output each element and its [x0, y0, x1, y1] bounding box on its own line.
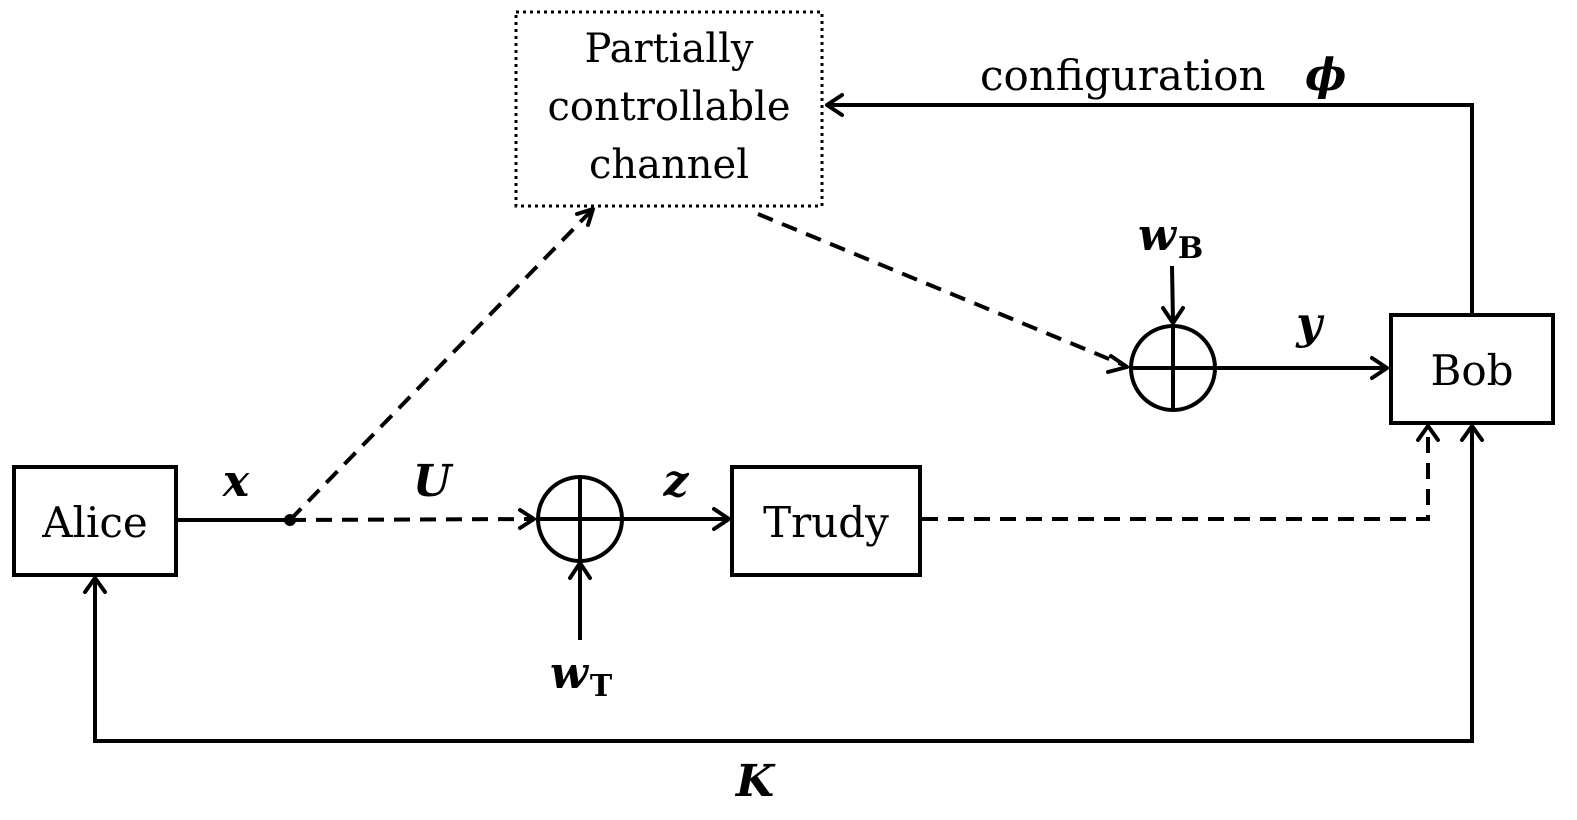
trudy-to-bob-path [922, 428, 1430, 521]
channel-box [514, 10, 824, 208]
channel-label-line-2: controllable [547, 84, 790, 130]
trudy-adder [536, 475, 624, 563]
wb-arrowhead [1161, 306, 1185, 325]
u-label: U [413, 456, 454, 507]
wb-label: wB [1138, 210, 1203, 266]
configuration-label: configuration [980, 51, 1266, 100]
z-arrowhead [712, 507, 731, 531]
channel-label-line-3: channel [589, 142, 749, 188]
trudy-to-bob-arrowhead [1416, 424, 1440, 442]
configuration-arrowhead [825, 93, 844, 117]
alice-label: Alice [41, 498, 148, 547]
bob-label: Bob [1430, 346, 1513, 395]
channel-input-arrowhead [575, 207, 595, 227]
key-bob-arrowhead [1460, 424, 1484, 442]
x-label: x [222, 456, 250, 507]
u-path [289, 517, 533, 522]
trudy-label: Trudy [763, 498, 889, 547]
wt-label: wT [550, 648, 613, 704]
configuration-path [828, 103, 1474, 315]
channel-input-path [288, 208, 594, 522]
y-label: y [1295, 298, 1325, 349]
channel-output-path [757, 212, 1127, 368]
channel-label-line-1: Partially [585, 26, 754, 72]
wb-path [1170, 265, 1175, 322]
phi-label: ϕ [1305, 50, 1346, 101]
channel-output-arrowhead [1106, 354, 1129, 374]
key-alice-arrowhead [83, 576, 107, 594]
wt-arrowhead [568, 561, 592, 580]
bob-adder [1129, 324, 1217, 412]
trudy-box [730, 465, 922, 577]
key-path [93, 428, 1474, 743]
y-arrowhead [1370, 356, 1389, 380]
z-label: z [663, 456, 690, 507]
u-arrowhead [518, 508, 536, 530]
k-label: K [734, 756, 776, 807]
